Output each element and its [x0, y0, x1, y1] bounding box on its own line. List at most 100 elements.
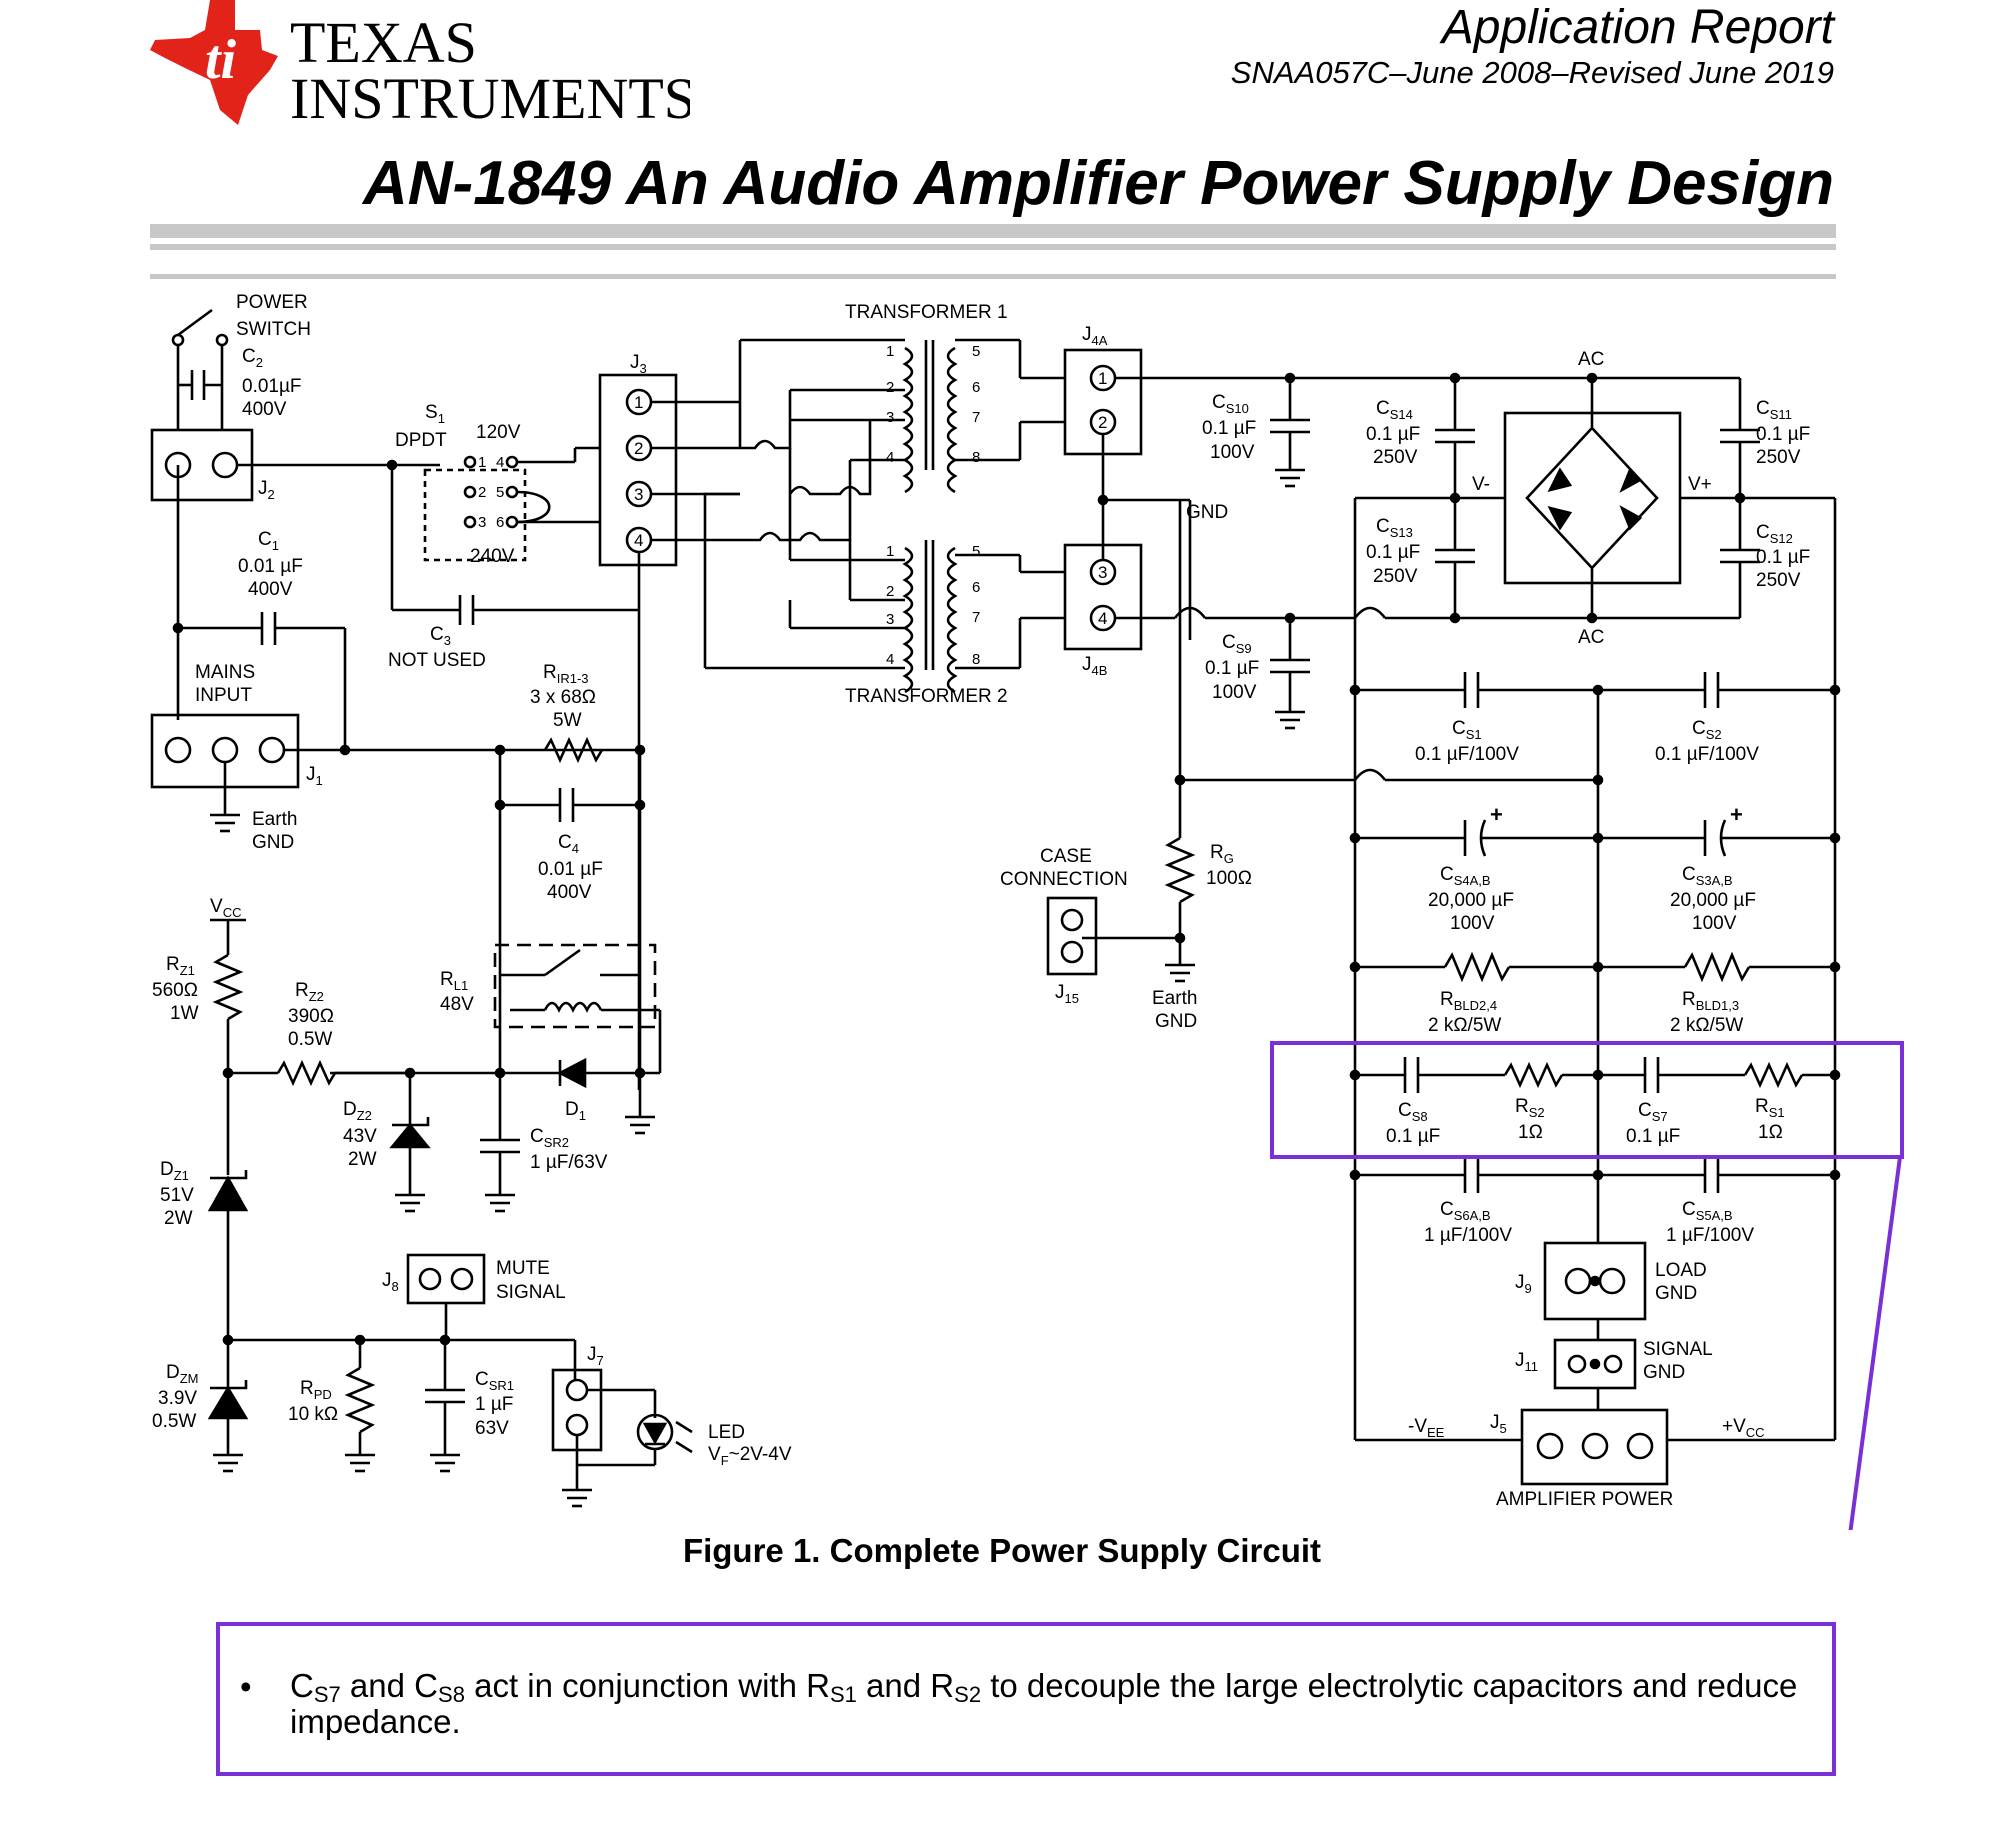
dzm-zener: [207, 1380, 249, 1473]
c1-value: 0.01 µF: [238, 556, 303, 577]
cs8-label: CS8: [1398, 1100, 1428, 1124]
cs12-value: 0.1 µF: [1756, 547, 1810, 568]
j4a-connector: [1063, 348, 1740, 500]
cs10-capacitor: [1270, 372, 1310, 488]
s1-pin-5: 5: [496, 484, 504, 501]
rz1-power: 1W: [170, 1003, 199, 1024]
csr2-capacitor: [480, 1073, 520, 1213]
csr2-value: 1 µF/63V: [530, 1152, 608, 1173]
j4b-pin-4: 4: [1098, 609, 1107, 628]
highlight-box: [1270, 1041, 1904, 1159]
cs11-label: CS11: [1756, 398, 1792, 422]
rbld24-label: RBLD2,4: [1440, 989, 1497, 1013]
rz1-label: RZ1: [166, 954, 195, 978]
transformer-2: [705, 540, 1065, 694]
j4b-label: J4B: [1082, 654, 1107, 678]
s1-240v: 240V: [470, 546, 515, 567]
rs2-label: RS2: [1515, 1096, 1545, 1120]
c3-label: C3: [430, 624, 451, 648]
earth-gnd-symbol: [210, 813, 240, 833]
cs10-value: 0.1 µF: [1202, 418, 1256, 439]
cs2-label: CS2: [1692, 718, 1722, 742]
vcc-label: VCC: [210, 896, 241, 920]
c4-capacitor: [494, 788, 646, 822]
j8-label: J8: [382, 1270, 399, 1294]
j3-connector: [598, 373, 740, 1090]
s1-dpdt-switch: [423, 446, 600, 562]
rir-power: 5W: [553, 710, 582, 731]
cs13-label: CS13: [1376, 516, 1413, 540]
cs12-label: CS12: [1756, 522, 1793, 546]
csr1-label: CSR1: [475, 1369, 514, 1393]
t1-pin-4: 4: [886, 449, 894, 466]
dz1-label: DZ1: [160, 1159, 189, 1183]
t2-pin-1: 1: [886, 543, 894, 560]
gnd-label: GND: [1186, 502, 1228, 523]
rl1-voltage: 48V: [440, 994, 474, 1015]
v-minus-label: V-: [1472, 474, 1490, 495]
cs14-capacitor: [1435, 372, 1475, 550]
c4-label: C4: [558, 832, 579, 856]
earth-gnd-case-label-2: GND: [1155, 1011, 1197, 1032]
s1-pin-6: 6: [496, 514, 504, 531]
cs5-value: 1 µF/100V: [1666, 1225, 1754, 1246]
bridge-rectifier: [1455, 378, 1740, 618]
transformer-1: [738, 338, 1065, 494]
note-bullet: •: [240, 1668, 252, 1705]
cs7-value: 0.1 µF: [1626, 1126, 1680, 1147]
j1-label: J1: [306, 764, 323, 788]
t2-pin-7: 7: [972, 609, 980, 626]
cs12-capacitor: [1720, 492, 1760, 618]
cs6-value: 1 µF/100V: [1424, 1225, 1512, 1246]
earth-gnd-label-1: Earth: [252, 809, 297, 830]
case-connection-label-2: CONNECTION: [1000, 869, 1128, 890]
cs7-label: CS7: [1638, 1100, 1668, 1124]
j4b-pin-3: 3: [1098, 563, 1107, 582]
cs11-value: 0.1 µF: [1756, 424, 1810, 445]
cs6-label: CS6A,B: [1440, 1199, 1491, 1223]
power-supply-schematic: POWER SWITCH C2 0.01µF 400V J2 S1 DPDT 1…: [150, 292, 1904, 1530]
logo-line2: INSTRUMENTS: [290, 66, 690, 130]
svg-text:ti: ti: [205, 29, 237, 91]
c1-voltage: 400V: [248, 579, 293, 600]
cs8-value: 0.1 µF: [1386, 1126, 1440, 1147]
signal-gnd-label-2: GND: [1643, 1362, 1685, 1383]
v-plus-label: V+: [1688, 474, 1712, 495]
rz1-value: 560Ω: [152, 980, 198, 1001]
cs4-value: 20,000 µF: [1428, 890, 1514, 911]
j2-label: J2: [258, 478, 275, 502]
rl1-relay: [493, 943, 662, 1073]
dzm-label: DZM: [166, 1362, 199, 1386]
c1-label: C1: [258, 529, 279, 553]
led-vf: VF~2V-4V: [708, 1444, 792, 1468]
rbld13-value: 2 kΩ/5W: [1670, 1015, 1743, 1036]
t1-pin-7: 7: [972, 409, 980, 426]
cs3-label: CS3A,B: [1682, 864, 1733, 888]
c2-value: 0.01µF: [242, 376, 302, 397]
document-id: SNAA057C–June 2008–Revised June 2019: [1230, 55, 1834, 90]
cs8-rs2-cs7-rs1-row: [1349, 1057, 1841, 1093]
rs1-value: 1Ω: [1758, 1122, 1783, 1143]
t2-pin-3: 3: [886, 611, 894, 628]
rir-resistor: [543, 736, 604, 764]
dz1-voltage: 51V: [160, 1185, 194, 1206]
cs3-plus: +: [1730, 802, 1743, 827]
signal-gnd-label-1: SIGNAL: [1643, 1339, 1713, 1360]
j15-label: J15: [1055, 982, 1079, 1006]
rz2-label: RZ2: [295, 980, 324, 1004]
cs5-label: CS5A,B: [1682, 1199, 1733, 1223]
ac-label-top: AC: [1578, 349, 1604, 370]
rg-resistor: [1164, 774, 1196, 983]
cs9-value: 0.1 µF: [1205, 658, 1259, 679]
title-rule-thin-2: [150, 274, 1836, 279]
mains-input-label-1: MAINS: [195, 662, 255, 683]
d1-label: D1: [565, 1099, 586, 1123]
rg-label: RG: [1210, 842, 1234, 866]
rg-value: 100Ω: [1206, 868, 1252, 889]
dz2-label: DZ2: [343, 1099, 372, 1123]
case-connection-label-1: CASE: [1040, 846, 1092, 867]
cs3-voltage: 100V: [1692, 913, 1737, 934]
t2-pin-6: 6: [972, 579, 980, 596]
t1-pin-1: 1: [886, 343, 894, 360]
rbld13-label: RBLD1,3: [1682, 989, 1739, 1013]
